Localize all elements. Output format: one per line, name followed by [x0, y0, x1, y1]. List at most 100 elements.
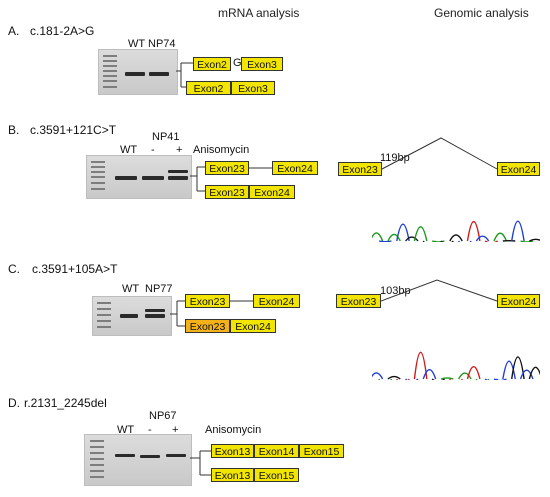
gel-band [145, 314, 165, 318]
trace-peak [396, 223, 410, 242]
trace-peak [520, 240, 534, 243]
ladder-band [97, 326, 111, 328]
panel-c-variant: c.3591+105A>T [32, 262, 118, 276]
trace-peak [369, 372, 384, 380]
trace-peak [511, 220, 525, 242]
gel-band [168, 170, 188, 173]
intron-wedge [381, 137, 498, 170]
panel-c-letter: C. [8, 262, 20, 276]
exon-box: Exon2 [193, 57, 231, 71]
panel-a-variant: c.181-2A>G [30, 24, 95, 38]
gel-band [115, 176, 137, 180]
panel-a-letter: A. [8, 24, 20, 38]
intron-wedge [380, 279, 498, 302]
exon-box: Exon13 [211, 468, 254, 482]
ladder-band [103, 80, 117, 82]
mrna-analysis-header: mRNA analysis [218, 6, 300, 20]
exon-box: Exon2 [186, 81, 231, 95]
exon-box: Exon3 [241, 57, 283, 71]
ladder-band [90, 458, 104, 460]
ladder-band [103, 60, 117, 62]
exon-box: Exon23 [205, 185, 249, 199]
sample-label-np67: NP67 [149, 410, 177, 422]
lane-label-wt: WT [117, 424, 135, 436]
lane-label-wt: WT [122, 283, 140, 295]
ladder-band [90, 452, 104, 454]
chromatogram-svg [369, 220, 543, 248]
exon-box: Exon15 [254, 468, 299, 482]
ladder-band [90, 476, 104, 478]
ladder-band [103, 70, 117, 72]
exon-box: Exon13 [211, 444, 254, 458]
lane-label-minus: - [148, 424, 152, 436]
trace-peak [440, 377, 454, 380]
ladder-band [91, 188, 105, 190]
panel-d-variant: r.2131_2245del [24, 396, 107, 410]
panel-d-letter: D. [8, 396, 20, 410]
ladder-band [103, 86, 117, 88]
lane-label-wt: WT [128, 38, 146, 50]
genomic-analysis-header: Genomic analysis [434, 6, 529, 20]
lane-label-plus: + [172, 424, 179, 436]
gel-band [166, 454, 186, 457]
bracket-line [190, 166, 205, 192]
trace-peak [458, 372, 472, 380]
gel-band [115, 454, 135, 457]
ladder-band [103, 65, 117, 67]
trace-peak [502, 360, 516, 380]
inserted-nucleotide: G [233, 57, 242, 69]
trace-peak [387, 375, 401, 380]
trace-peak [422, 368, 437, 380]
exon-box: Exon24 [249, 185, 295, 199]
intron-size-label: 103bp [380, 285, 411, 297]
gel-image [98, 49, 178, 95]
panel-b-letter: B. [8, 123, 20, 137]
trace-peak [413, 351, 428, 380]
panel-b-variant: c.3591+121C>T [30, 123, 117, 137]
ladder-band [103, 75, 117, 77]
trace-peak [493, 232, 508, 242]
lane-label-np74: NP74 [148, 38, 176, 50]
bracket-line [190, 450, 211, 476]
gel-band [145, 309, 165, 312]
trace-peak [378, 240, 392, 243]
trace-peak [387, 233, 401, 242]
gel-image [86, 155, 192, 199]
genomic-exon-box: Exon24 [497, 162, 540, 176]
ladder-band [90, 464, 104, 466]
ladder-band [91, 171, 105, 173]
exon-box: Exon14 [254, 444, 299, 458]
lane-label-wt: WT [120, 144, 138, 156]
trace-peak [449, 234, 463, 242]
trace-peak [475, 235, 490, 242]
lane-label-np77: NP77 [145, 283, 173, 295]
ladder-band [91, 176, 105, 178]
trace-peak [466, 220, 481, 242]
exon-box: Exon24 [272, 161, 318, 175]
mutant-exon-box: Exon23 [185, 319, 230, 333]
gel-image [92, 296, 172, 336]
bracket-line [170, 300, 185, 327]
sample-label-np41: NP41 [152, 131, 180, 143]
treatment-label: Anisomycin [193, 144, 250, 156]
exon-box: Exon24 [230, 319, 276, 333]
trace-peak [466, 366, 481, 380]
gel-band [125, 72, 145, 76]
trace-peak [405, 236, 419, 242]
ladder-band [97, 308, 111, 310]
gel-band [149, 72, 169, 76]
ladder-band [90, 470, 104, 472]
lane-label-plus: + [176, 144, 183, 156]
gel-image [84, 434, 192, 486]
lane-label-minus: - [151, 144, 155, 156]
trace-peak [369, 232, 384, 242]
chromatogram-trace [369, 196, 543, 248]
ladder-band [103, 55, 117, 57]
exon-box: Exon3 [231, 81, 275, 95]
ladder-band [97, 320, 111, 322]
ladder-band [91, 166, 105, 168]
intron-size-label: 119bp [380, 152, 410, 164]
gel-band [168, 176, 188, 180]
ladder-band [91, 182, 105, 184]
